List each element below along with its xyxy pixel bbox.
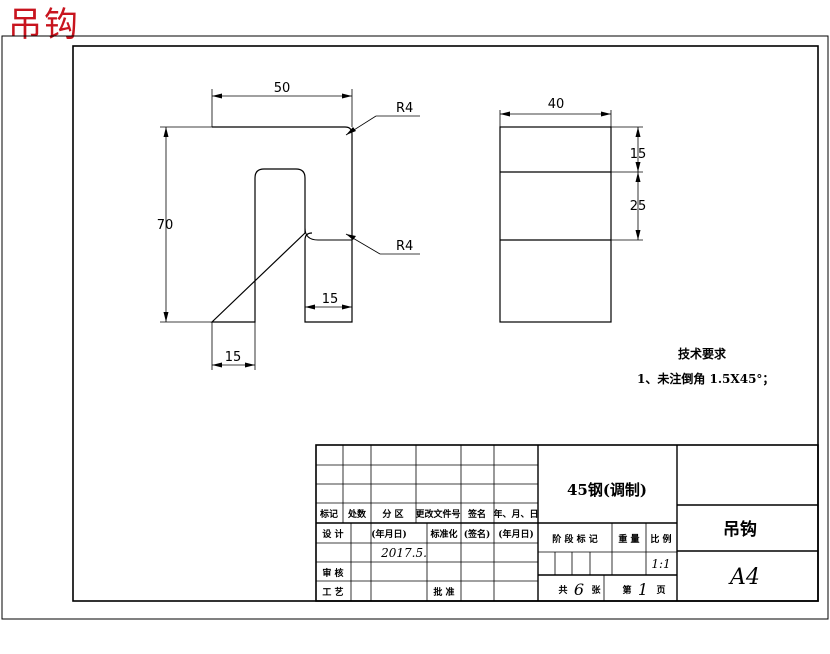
tb-design-date: 2017.5. xyxy=(380,546,427,560)
front-view-outline xyxy=(210,126,353,323)
tb-page-number: 1 xyxy=(638,580,648,599)
tb-design: 设 计 xyxy=(322,528,343,540)
dim-slot-15: 15 xyxy=(322,292,339,307)
tb-standardize: 标准化 xyxy=(429,528,457,540)
notes-title: 技术要求 xyxy=(678,346,727,361)
dim-left-15: 15 xyxy=(225,350,242,365)
tb-total-sheets: 6 xyxy=(574,580,584,599)
tb-sign-2: (签名) xyxy=(464,528,491,540)
side-view-outline xyxy=(499,126,612,323)
tb-total-prefix: 共 xyxy=(558,584,567,596)
tb-weight: 重 量 xyxy=(618,533,639,545)
dim-side-15: 15 xyxy=(630,147,647,162)
tb-change-doc: 更改文件号 xyxy=(415,508,460,520)
tb-signature: 签名 xyxy=(467,508,486,520)
tb-stage-mark: 阶 段 标 记 xyxy=(552,533,597,545)
radius-inner-label: R4 xyxy=(396,239,413,254)
outer-frame xyxy=(1,35,829,620)
tb-ymd-2: (年月日) xyxy=(498,528,534,540)
dim-width-50: 50 xyxy=(274,81,291,96)
tb-scale: 比 例 xyxy=(650,533,671,545)
tb-process: 工 艺 xyxy=(322,586,343,598)
tb-count: 处数 xyxy=(347,508,367,520)
tb-part-name: 吊钩 xyxy=(723,519,757,540)
tb-total-suffix: 张 xyxy=(591,584,601,596)
tb-approve: 批 准 xyxy=(433,586,454,598)
dim-side-25: 25 xyxy=(630,199,647,214)
tb-scale-value: 1:1 xyxy=(651,557,670,571)
tb-material: 45钢(调制) xyxy=(567,481,647,499)
front-view-dimensions xyxy=(160,89,420,370)
tb-page-prefix: 第 xyxy=(622,584,631,596)
tb-sheet-size: A4 xyxy=(728,565,760,590)
tb-ymd-1: (年月日) xyxy=(371,528,407,540)
front-view xyxy=(210,126,353,323)
tb-page-suffix: 页 xyxy=(656,585,665,596)
tb-zone: 分 区 xyxy=(382,508,403,520)
tb-mark: 标记 xyxy=(319,508,338,520)
radius-top-label: R4 xyxy=(396,101,413,116)
tb-sheet-count: 共 6 张 第 1 页 xyxy=(558,580,665,599)
side-view-dimensions xyxy=(499,110,643,241)
side-view xyxy=(499,126,612,323)
tb-date: 年、月、日 xyxy=(493,508,538,520)
title-block xyxy=(315,444,819,602)
tb-review: 审 核 xyxy=(322,567,343,579)
notes-line-1: 1、未注倒角 1.5X45°； xyxy=(637,371,774,386)
front-view-inner-fillet xyxy=(304,227,352,241)
dim-side-width-40: 40 xyxy=(548,97,565,112)
dim-height-70: 70 xyxy=(157,218,174,233)
